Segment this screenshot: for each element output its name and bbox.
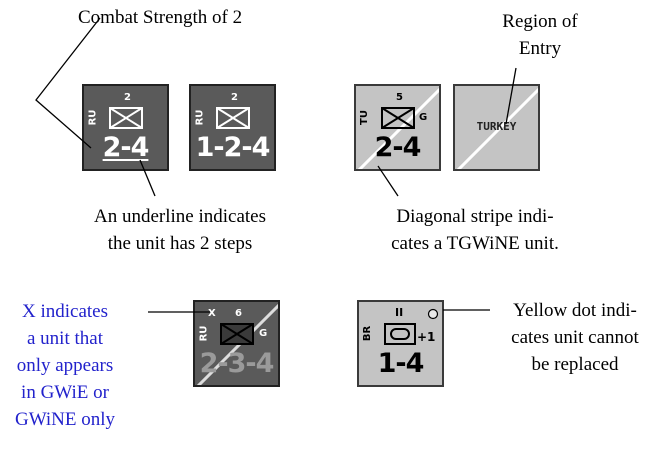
combat-movement-value: 2-3-4	[199, 348, 275, 379]
unit-size-label: 6	[235, 308, 242, 319]
counter-ru-x-marked: X 6 RU G 2-3-4	[193, 300, 280, 387]
yellow-note-line-3: be replaced	[531, 354, 619, 375]
infantry-icon	[216, 107, 250, 129]
yellow-dot-icon	[427, 308, 439, 320]
region-of-entry-label: Region of Entry	[470, 8, 610, 62]
combat-modifier: +1	[417, 330, 436, 344]
x-note-line-5: GWiNE only	[14, 409, 116, 430]
region-name: TURKEY	[476, 120, 517, 133]
diagonal-stripe	[357, 87, 439, 169]
counter-ru-reduced: 2 RU 1-2-4	[189, 84, 276, 171]
combat-movement-value: 1-4	[377, 348, 425, 379]
yellow-dot-note: Yellow dot indi- cates unit cannot be re…	[490, 297, 657, 378]
x-marker: X	[208, 308, 216, 319]
yellow-note-line-2: cates unit cannot	[511, 327, 639, 348]
counter-region-turkey: TURKEY	[453, 84, 540, 171]
unit-type-letter: G	[259, 328, 268, 339]
infantry-icon	[220, 323, 254, 345]
nation-label: RU	[198, 325, 210, 342]
unit-size-label: 5	[396, 92, 403, 103]
counter-ru-full-strength: 2 RU 2-4	[82, 84, 169, 171]
counter-tu-tgwine: 5 TU G 2-4	[354, 84, 441, 171]
x-indicator-note: X indicates a unit that only appears in …	[0, 298, 130, 433]
underline-note-line-2: the unit has 2 steps	[107, 233, 253, 254]
x-note-line-1: X indicates	[21, 301, 108, 322]
nation-label: BR	[362, 325, 374, 342]
unit-size-label: 2	[231, 92, 238, 103]
diagonal-stripe	[456, 87, 538, 169]
diagonal-note-line-2: cates a TGWiNE unit.	[391, 233, 559, 254]
infantry-icon	[381, 107, 415, 129]
x-note-line-4: in GWiE or	[21, 382, 109, 403]
nation-label: RU	[194, 109, 206, 126]
yellow-note-line-1: Yellow dot indi-	[513, 300, 637, 321]
armor-icon	[384, 323, 416, 345]
counter-br-unit: II BR +1 1-4	[357, 300, 444, 387]
diagonal-stripe	[196, 303, 278, 385]
unit-size-label: II	[395, 306, 404, 319]
combat-movement-value: 1-2-4	[195, 132, 271, 163]
nation-label: TU	[358, 110, 370, 125]
combat-movement-value: 2-4	[374, 132, 422, 163]
x-note-line-3: only appears	[16, 355, 114, 376]
x-note-line-2: a unit that	[27, 328, 103, 349]
infantry-icon	[109, 107, 143, 129]
diagonal-note-line-1: Diagonal stripe indi-	[396, 206, 554, 227]
combat-movement-value: 2-4	[102, 132, 150, 163]
region-of-entry-line-2: Entry	[518, 38, 562, 59]
unit-size-label: 2	[124, 92, 131, 103]
underline-note-line-1: An underline indicates	[93, 206, 266, 227]
underline-note: An underline indicates the unit has 2 st…	[60, 203, 300, 257]
unit-type-letter: G	[419, 112, 428, 123]
nation-label: RU	[87, 109, 99, 126]
diagonal-stripe-note: Diagonal stripe indi- cates a TGWiNE uni…	[355, 203, 595, 257]
combat-strength-label: Combat Strength of 2	[78, 7, 243, 28]
region-of-entry-line-1: Region of	[502, 11, 578, 32]
